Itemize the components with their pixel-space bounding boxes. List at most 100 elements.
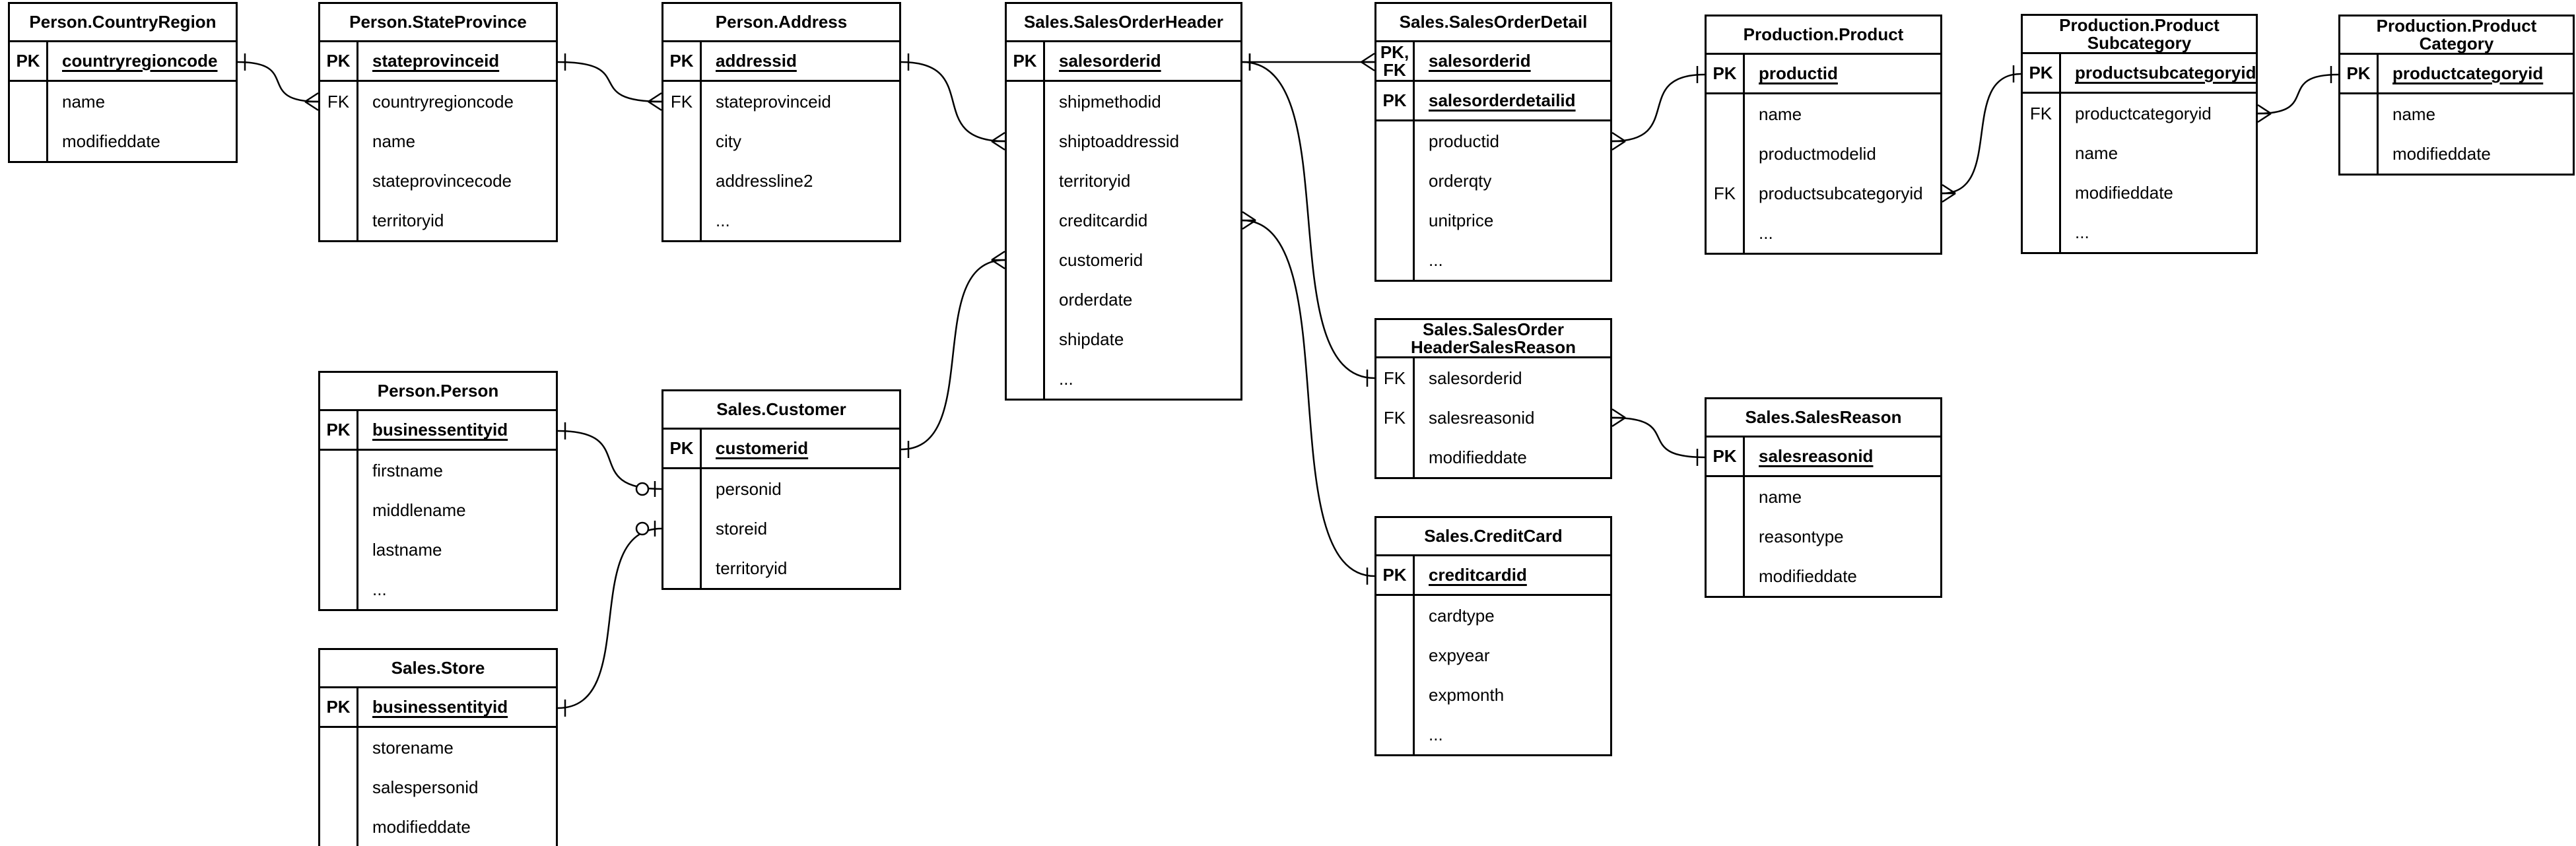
field-name: productcategoryid: [2075, 103, 2212, 123]
entity-title-line: Production.Product: [2059, 15, 2220, 35]
relationship-countryregion-stateprovince: [237, 61, 319, 103]
entity-title-line: Sales.Customer: [716, 399, 846, 419]
attribute-row: creditcardid: [1007, 201, 1240, 240]
attribute-row: PK productsubcategoryid: [2023, 54, 2256, 94]
attribute-row: name: [10, 82, 236, 121]
pk-field-name: salesreasonid: [1759, 446, 1874, 466]
field-name: modifieddate: [372, 816, 471, 837]
attribute-row: lastname: [320, 530, 556, 569]
field-name: ...: [1429, 249, 1443, 270]
key-label-line: FK: [670, 91, 693, 112]
key-label: PK: [2023, 64, 2059, 82]
key-label-line: PK,: [1380, 42, 1409, 62]
attribute-row: storeid: [663, 509, 899, 548]
field-name: city: [716, 131, 741, 151]
key-label: PK,FK: [1376, 42, 1413, 80]
pk-field-name: productcategoryid: [2392, 63, 2544, 83]
field-name: firstname: [372, 460, 443, 480]
attribute-row: ...: [320, 569, 556, 609]
pk-field-name: salesorderid: [1059, 51, 1161, 71]
key-column-divider: [356, 688, 358, 846]
attribute-row: ...: [1707, 213, 1940, 253]
key-column-divider: [2059, 54, 2061, 252]
relationship-headersalesreason-salesreason: [1611, 416, 1705, 459]
field-name: countryregioncode: [372, 91, 514, 112]
entity-title: Production.Product: [1707, 16, 1940, 55]
cardinality-many-crowfoot: [648, 92, 662, 112]
field-name: name: [1759, 104, 1802, 124]
attribute-row: territoryid: [1007, 161, 1240, 201]
field-name: reasontype: [1759, 526, 1844, 546]
key-label-line: FK: [1383, 59, 1406, 80]
key-label: FK: [1376, 368, 1413, 388]
field-name: expmonth: [1429, 684, 1505, 705]
relationship-productsubcategory-productcategory: [2257, 73, 2339, 115]
pk-field-name: businessentityid: [372, 697, 508, 717]
field-name: salespersonid: [372, 777, 479, 797]
cardinality-many-crowfoot: [304, 92, 319, 112]
key-label-line: FK: [2029, 103, 2052, 123]
field-name: middlename: [372, 500, 466, 520]
key-label: PK: [320, 421, 356, 439]
pk-field-name: businessentityid: [372, 420, 508, 439]
entity-title: Sales.CreditCard: [1376, 518, 1610, 556]
pk-field-name: addressid: [716, 51, 797, 71]
field-name: lastname: [372, 539, 442, 560]
key-label-line: PK: [16, 51, 40, 71]
attribute-row: storename: [320, 728, 556, 767]
key-label: PK: [1707, 65, 1743, 82]
relationship-address-salesorderheader: [900, 61, 1005, 143]
pk-field-name: productsubcategoryid: [2075, 63, 2256, 82]
field-name: shipdate: [1059, 329, 1124, 349]
field-name: territoryid: [716, 558, 788, 578]
field-name: customerid: [1059, 249, 1143, 270]
relationship-store-customer: [557, 527, 662, 709]
attribute-row: productid: [1376, 121, 1610, 161]
field-name: creditcardid: [1059, 210, 1148, 230]
attribute-row: cardtype: [1376, 596, 1610, 635]
cardinality-many-crowfoot: [1361, 52, 1375, 72]
attribute-row: expmonth: [1376, 675, 1610, 715]
attribute-row: unitprice: [1376, 201, 1610, 240]
key-label: PK: [663, 52, 700, 70]
cardinality-many-crowfoot: [1611, 131, 1626, 151]
key-label-line: PK: [2346, 63, 2371, 83]
attribute-row: name: [2023, 133, 2256, 173]
key-label-line: PK: [326, 51, 351, 71]
relationship-salesorderdetail-product: [1611, 73, 1705, 143]
field-name: productmodelid: [1759, 143, 1876, 164]
attribute-row: PK addressid: [663, 42, 899, 82]
key-label-line: FK: [1383, 368, 1406, 388]
attribute-row: PK productcategoryid: [2340, 55, 2573, 94]
field-name: name: [62, 91, 106, 112]
attribute-row: reasontype: [1707, 517, 1940, 556]
field-name: modifieddate: [1429, 447, 1527, 467]
relationship-customer-salesorderheader: [900, 259, 1005, 451]
relationship-salesorderheader-headersalesreason: [1242, 61, 1375, 379]
cardinality-zero-circle: [635, 521, 650, 536]
entity-title: Person.CountryRegion: [10, 4, 236, 42]
